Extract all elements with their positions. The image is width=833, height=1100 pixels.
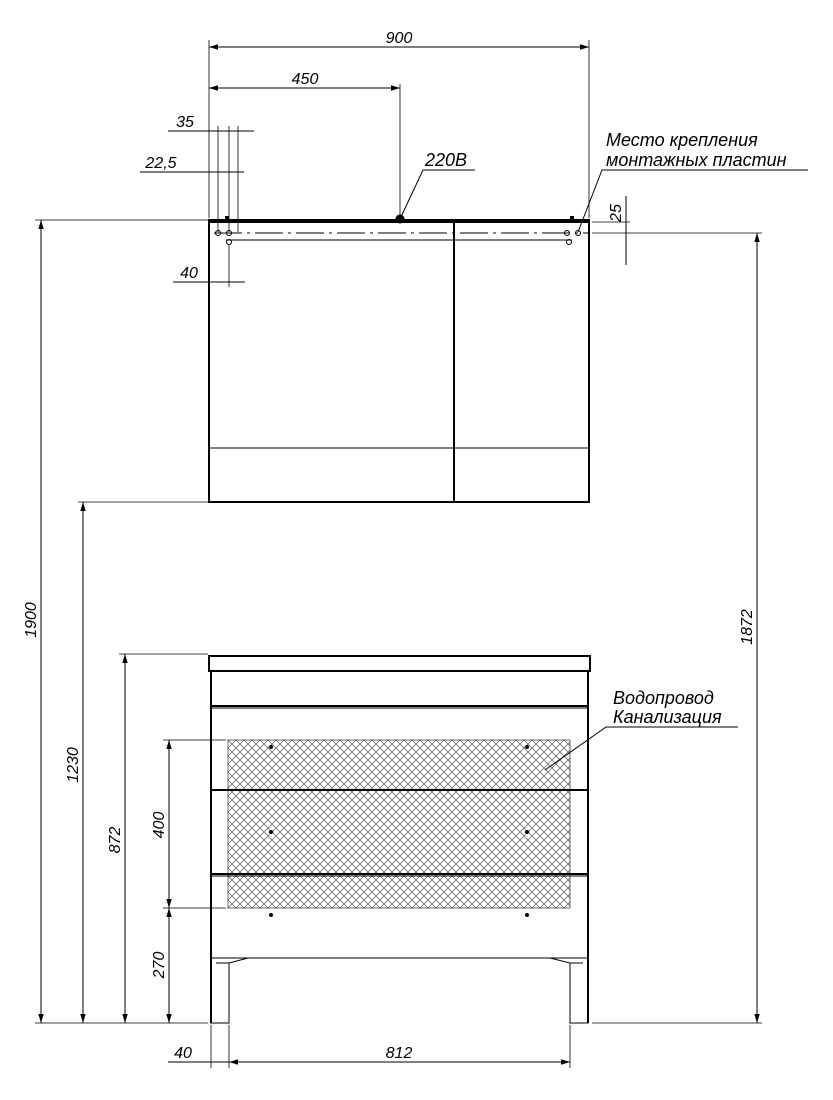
pipe-point bbox=[525, 913, 529, 917]
hinge-mark bbox=[570, 216, 574, 220]
dim-1872: 1872 bbox=[739, 609, 756, 645]
power-leader bbox=[399, 169, 475, 220]
mount-hole bbox=[564, 230, 570, 236]
hinge-mark bbox=[225, 216, 229, 220]
dim-872: 872 bbox=[107, 827, 124, 854]
dim-1900: 1900 bbox=[23, 602, 40, 638]
mirror-cabinet-outline bbox=[208, 219, 590, 503]
pipes-label-line2: Канализация bbox=[613, 707, 722, 727]
left-leg bbox=[210, 957, 249, 1024]
mount-leader bbox=[577, 169, 808, 233]
pipe-point bbox=[525, 745, 529, 749]
dimension-lines bbox=[35, 40, 762, 1068]
dim-900: 900 bbox=[386, 30, 413, 47]
mount-label-line1: Место крепления bbox=[606, 130, 758, 150]
leader-lines bbox=[399, 169, 808, 771]
pipe-point bbox=[525, 830, 529, 834]
dim-1230: 1230 bbox=[65, 747, 82, 783]
dim-400: 400 bbox=[151, 812, 168, 839]
pipe-point bbox=[269, 745, 273, 749]
dim-270: 270 bbox=[151, 952, 168, 980]
vanity-cabinet bbox=[208, 655, 591, 1024]
dim-812: 812 bbox=[386, 1045, 413, 1062]
plumbing-zone bbox=[227, 739, 571, 909]
pipe-point bbox=[269, 913, 273, 917]
pipes-label-line1: Водопровод bbox=[613, 688, 714, 708]
right-leg bbox=[549, 957, 589, 1024]
dim-25: 25 bbox=[608, 204, 625, 223]
mount-hole bbox=[575, 230, 581, 236]
power-label: 220В bbox=[424, 150, 467, 170]
pipes-leader bbox=[544, 726, 738, 771]
vanity-top bbox=[208, 655, 591, 672]
dim-450: 450 bbox=[292, 71, 319, 88]
dim-22-5: 22,5 bbox=[144, 155, 176, 172]
mount-label-line2: монтажных пластин bbox=[606, 150, 787, 170]
dim-35: 35 bbox=[176, 114, 194, 131]
dim-40-bottom: 40 bbox=[174, 1045, 192, 1062]
mount-hole bbox=[566, 239, 572, 245]
mirror-cabinet bbox=[208, 214, 590, 503]
dim-40-mirror: 40 bbox=[180, 265, 198, 282]
pipe-point bbox=[269, 830, 273, 834]
